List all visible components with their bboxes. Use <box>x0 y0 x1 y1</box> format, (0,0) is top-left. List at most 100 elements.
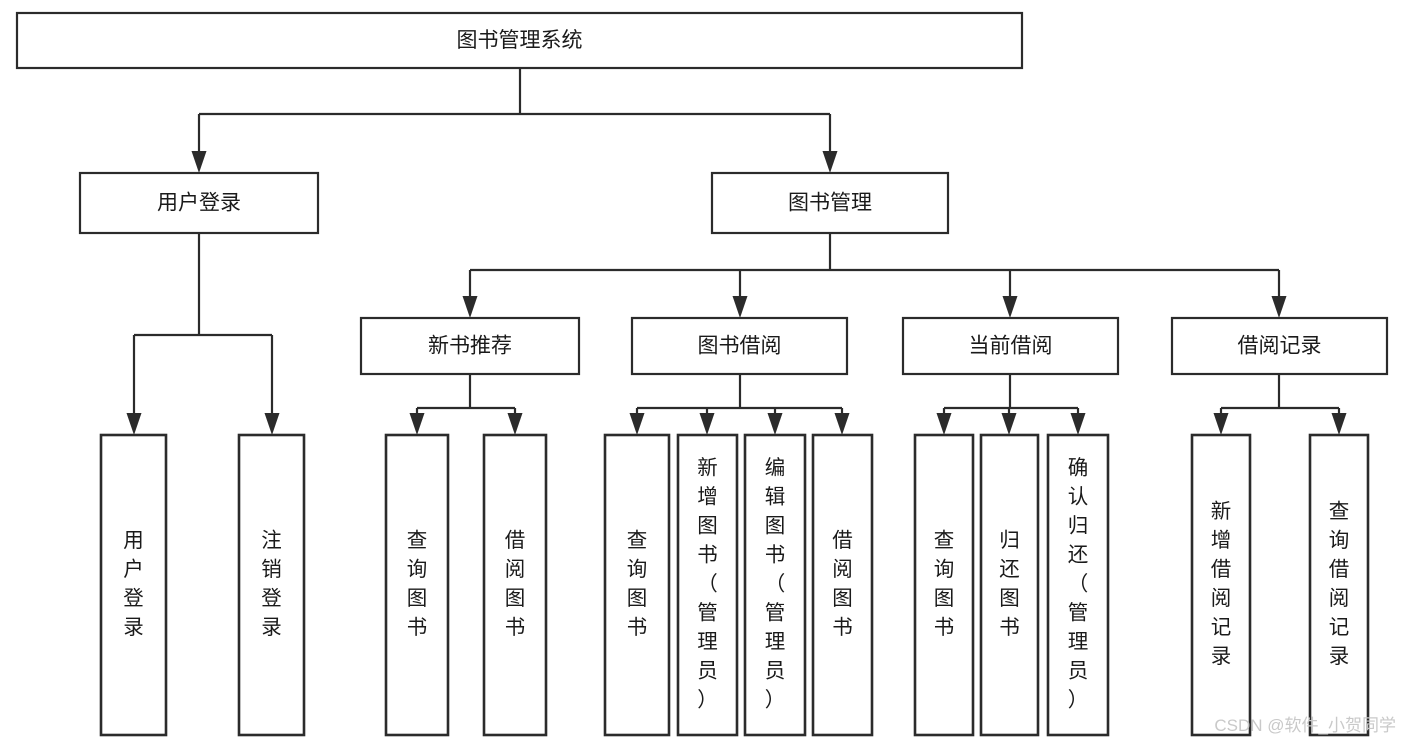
node-label-char: 阅 <box>1329 587 1350 610</box>
node-label-char: ） <box>765 688 786 711</box>
node-label-char: 归 <box>999 529 1020 552</box>
node-label-char: 书 <box>697 543 718 566</box>
node-label-char: 图 <box>505 587 526 610</box>
node-current-borrow[interactable]: 当前借阅 <box>901 316 1120 376</box>
arrow-head-icon <box>699 413 715 435</box>
connector-borrow-records <box>1213 374 1347 435</box>
arrow-head-icon <box>1213 413 1229 435</box>
node-user-login[interactable]: 用户登录 <box>78 171 320 235</box>
node-label-char: 书 <box>832 616 853 639</box>
arrow-head-icon <box>1001 413 1017 435</box>
node-label-char: 书 <box>407 616 428 639</box>
node-label-char: 查 <box>407 529 428 552</box>
arrow-head-icon <box>462 296 478 318</box>
node-box[interactable] <box>913 433 975 737</box>
node-label: 借阅记录 <box>1238 335 1322 358</box>
node-box[interactable] <box>676 433 739 737</box>
node-box[interactable] <box>384 433 450 737</box>
node-label: 图书管理 <box>788 192 872 215</box>
node-label-char: 记 <box>1329 616 1350 639</box>
node-label-char: 图 <box>627 587 648 610</box>
node-label-char: 借 <box>505 529 526 552</box>
node-new-book-recommend[interactable]: 新书推荐 <box>359 316 581 376</box>
node-label-char: 借 <box>1329 558 1350 581</box>
node-box[interactable] <box>1308 433 1370 737</box>
node-label-char: 还 <box>999 558 1020 581</box>
node-label-char: （ <box>697 572 718 595</box>
node-label-char: 图 <box>765 514 786 537</box>
arrow-head-icon <box>732 296 748 318</box>
node-box[interactable] <box>99 433 168 737</box>
node-label-char: 借 <box>1211 558 1232 581</box>
node-box[interactable] <box>710 171 950 235</box>
node-box[interactable] <box>237 433 306 737</box>
node-label-char: 图 <box>832 587 853 610</box>
node-box[interactable] <box>743 433 807 737</box>
node-label-char: 书 <box>765 543 786 566</box>
connector-root <box>191 68 838 173</box>
node-box[interactable] <box>979 433 1040 737</box>
node-leaf-user-login[interactable]: 用户登录 <box>99 433 168 737</box>
node-label: 图书借阅 <box>698 335 782 358</box>
arrow-head-icon <box>767 413 783 435</box>
node-label-char: 记 <box>1211 616 1232 639</box>
arrow-head-icon <box>126 413 142 435</box>
node-box[interactable] <box>482 433 548 737</box>
node-label-char: 阅 <box>505 558 526 581</box>
node-label-char: 员 <box>765 659 786 682</box>
node-box[interactable] <box>78 171 320 235</box>
node-label-char: 销 <box>261 558 282 581</box>
node-label-char: 图 <box>407 587 428 610</box>
csdn-watermark: CSDN @软件_小贺同学 <box>1214 716 1396 735</box>
node-label-char: 确 <box>1068 456 1089 479</box>
node-label-char: 查 <box>934 529 955 552</box>
arrow-head-icon <box>1271 296 1287 318</box>
arrow-head-icon <box>1002 296 1018 318</box>
node-box[interactable] <box>901 316 1120 376</box>
connector-book-management <box>462 233 1287 318</box>
arrow-head-icon <box>507 413 523 435</box>
node-label-char: 还 <box>1068 543 1089 566</box>
node-label-char: 询 <box>1329 529 1350 552</box>
node-label-char: 理 <box>765 630 786 653</box>
node-label-char: 管 <box>697 601 718 624</box>
node-box[interactable] <box>359 316 581 376</box>
node-book-borrow[interactable]: 图书借阅 <box>630 316 849 376</box>
node-box[interactable] <box>15 11 1024 70</box>
node-borrow-records[interactable]: 借阅记录 <box>1170 316 1389 376</box>
node-box[interactable] <box>1046 433 1110 737</box>
node-label-char: 管 <box>1068 601 1089 624</box>
node-box[interactable] <box>811 433 874 737</box>
node-book-management[interactable]: 图书管理 <box>710 171 950 235</box>
node-label-char: 登 <box>123 587 144 610</box>
node-label-char: 阅 <box>832 558 853 581</box>
node-label-char: 用 <box>123 529 144 552</box>
node-box[interactable] <box>1170 316 1389 376</box>
arrow-head-icon <box>1070 413 1086 435</box>
arrow-head-icon <box>629 413 645 435</box>
node-box[interactable] <box>630 316 849 376</box>
node-label-char: 询 <box>627 558 648 581</box>
node-root[interactable]: 图书管理系统 <box>15 11 1024 70</box>
arrow-head-icon <box>936 413 952 435</box>
node-box[interactable] <box>1190 433 1252 737</box>
node-label-char: 编 <box>765 456 786 479</box>
node-label-char: 书 <box>999 616 1020 639</box>
node-label-char: 增 <box>697 485 718 508</box>
node-box[interactable] <box>603 433 671 737</box>
arrow-head-icon <box>1331 413 1347 435</box>
node-label-char: 管 <box>765 601 786 624</box>
